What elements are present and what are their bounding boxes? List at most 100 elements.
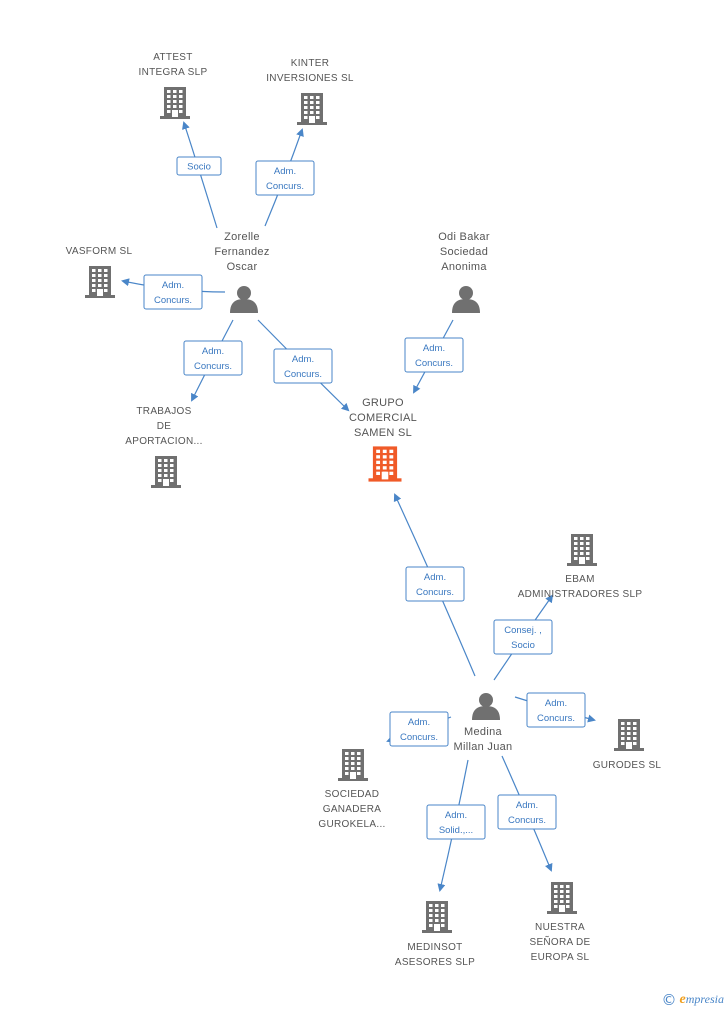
edge-label-medina-grupo[interactable]: Adm. Concurs. xyxy=(405,566,465,602)
building-icon xyxy=(614,719,644,751)
node-gurodes[interactable]: GURODES SL xyxy=(593,719,662,771)
node-label-medinsot: MEDINSOT xyxy=(407,942,462,953)
building-icon xyxy=(547,882,577,914)
node-label-medinsot: ASESORES SLP xyxy=(395,957,475,968)
edge-label-medina-gurodes[interactable]: Adm. Concurs. xyxy=(526,692,586,728)
edge-label-box xyxy=(273,348,333,384)
edge-label-medina-medinsot[interactable]: Adm.Solid.,... xyxy=(426,804,486,840)
edge-label-medina-ebam[interactable]: Consej. , Socio xyxy=(493,619,553,655)
node-label-medina: Medina xyxy=(464,726,502,738)
footer-brand: © empresia xyxy=(662,991,724,1009)
node-label-sociedad: SOCIEDAD xyxy=(325,789,380,800)
edge-label-text: Concurs. xyxy=(284,369,322,380)
edge-label-text: Adm. xyxy=(274,166,296,177)
person-icon xyxy=(472,693,500,720)
node-label-odi: Anonima xyxy=(441,261,487,273)
node-label-medina: Millan Juan xyxy=(454,741,513,753)
edge-label-text: Adm. xyxy=(162,280,184,291)
edge-label-zorelle-trabajos[interactable]: Adm. Concurs. xyxy=(183,340,243,376)
edge-label-text: Solid.,... xyxy=(439,825,473,836)
edge-label-text: Concurs. xyxy=(194,361,232,372)
edge-label-text: Adm. xyxy=(423,343,445,354)
edge-label-medina-sociedad[interactable]: Adm.Concurs. xyxy=(389,711,449,747)
edge-label-text: Adm. xyxy=(516,800,538,811)
edge-label-box xyxy=(255,160,315,196)
node-label-trabajos: TRABAJOS xyxy=(136,406,191,417)
edge-label-text: Adm. xyxy=(408,717,430,728)
node-label-odi: Sociedad xyxy=(440,246,488,258)
edge-label-text: Socio xyxy=(187,162,211,173)
node-label-odi: Odi Bakar xyxy=(438,231,490,243)
edge-label-box xyxy=(183,340,243,376)
node-label-sociedad: GUROKELA... xyxy=(318,819,385,830)
node-ebam[interactable]: EBAM ADMINISTRADORES SLP xyxy=(518,534,643,600)
node-label-zorelle: Fernandez xyxy=(214,246,269,258)
node-trabajos[interactable]: TRABAJOS DE APORTACION... xyxy=(125,406,202,488)
edge-label-text: Concurs. xyxy=(537,713,575,724)
building-icon xyxy=(297,93,327,125)
edge-label-box xyxy=(404,337,464,373)
edge-label-box xyxy=(143,274,203,310)
edge-label-odi-grupo[interactable]: Adm. Concurs. xyxy=(404,337,464,373)
node-label-sociedad: GANADERA xyxy=(323,804,382,815)
brand-logo-initial: e xyxy=(679,992,686,1007)
node-label-gurodes: GURODES SL xyxy=(593,760,662,771)
node-label-trabajos: APORTACION... xyxy=(125,436,202,447)
edge-label-box xyxy=(497,794,557,830)
node-sociedad[interactable]: SOCIEDAD GANADERA GUROKELA... xyxy=(318,749,385,830)
node-label-nuestra: SEÑORA DE xyxy=(529,935,590,948)
edge-label-text: Consej. , xyxy=(504,625,542,636)
edge-label-text: Socio xyxy=(511,640,535,651)
node-medinsot[interactable]: MEDINSOT ASESORES SLP xyxy=(395,901,475,968)
node-label-grupo: SAMEN SL xyxy=(354,427,412,439)
node-label-nuestra: EUROPA SL xyxy=(531,952,590,963)
node-label-kinter: INVERSIONES SL xyxy=(266,73,354,84)
edge-label-medina-nuestra[interactable]: Adm. Concurs. xyxy=(497,794,557,830)
edge-label-text: Concurs. xyxy=(508,815,546,826)
edge-label-box xyxy=(176,156,222,176)
building-icon xyxy=(338,749,368,781)
brand-logo[interactable]: empresia xyxy=(680,992,724,1008)
edge-label-box xyxy=(426,804,486,840)
edge-label-box xyxy=(493,619,553,655)
node-label-grupo: COMERCIAL xyxy=(349,412,417,424)
edge-label-text: Adm. xyxy=(545,698,567,709)
node-attest[interactable]: ATTEST INTEGRA SLP xyxy=(139,52,208,119)
building-icon xyxy=(151,456,181,488)
edge-label-box xyxy=(526,692,586,728)
edge-label-text: Concurs. xyxy=(415,358,453,369)
edge-label-zorelle-vasform[interactable]: Adm. Concurs. xyxy=(143,274,203,310)
person-icon xyxy=(230,286,258,313)
building-icon xyxy=(368,446,402,482)
edge-label-zorelle-attest[interactable]: Socio xyxy=(176,156,222,176)
node-vasform[interactable]: VASFORM SL xyxy=(66,246,133,298)
edge-label-zorelle-kinter[interactable]: Adm. Concurs. xyxy=(255,160,315,196)
edge-label-zorelle-grupo[interactable]: Adm. Concurs. xyxy=(273,348,333,384)
node-label-attest: ATTEST xyxy=(153,52,192,63)
edge-label-text: Concurs. xyxy=(154,295,192,306)
edge-label-text: Concurs. xyxy=(266,181,304,192)
node-label-zorelle: Zorelle xyxy=(224,231,260,243)
edge-label-box xyxy=(405,566,465,602)
node-label-trabajos: DE xyxy=(157,421,172,432)
building-icon xyxy=(422,901,452,933)
edge-label-text: Adm. xyxy=(202,346,224,357)
person-icon xyxy=(452,286,480,313)
edge-label-text: Adm. xyxy=(424,572,446,583)
node-label-zorelle: Oscar xyxy=(227,261,258,273)
building-icon xyxy=(160,87,190,119)
node-label-ebam: ADMINISTRADORES SLP xyxy=(518,589,643,600)
edge-label-text: Adm. xyxy=(292,354,314,365)
edge-label-text: Concurs. xyxy=(416,587,454,598)
node-label-ebam: EBAM xyxy=(565,574,595,585)
building-icon xyxy=(567,534,597,566)
node-label-attest: INTEGRA SLP xyxy=(139,67,208,78)
